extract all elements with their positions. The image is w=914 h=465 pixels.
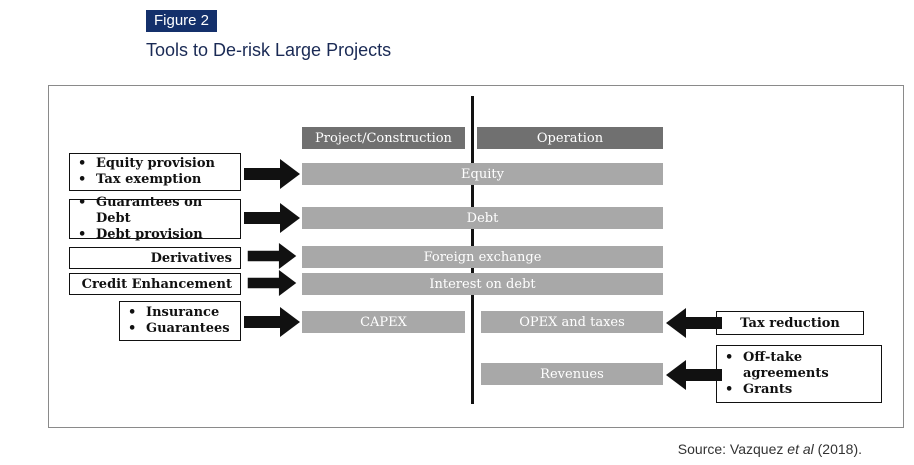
arrow-right-icon — [244, 159, 300, 189]
source-suffix: (2018). — [813, 441, 862, 457]
opex-bar: OPEX and taxes — [481, 311, 663, 333]
equity-tools-box: Equity provision Tax exemption — [69, 153, 241, 191]
opex-tool-label: Tax reduction — [740, 315, 840, 331]
revenues-bar: Revenues — [481, 363, 663, 385]
phase-operation-header: Operation — [477, 127, 663, 149]
capex-bar: CAPEX — [302, 311, 465, 333]
phase-construction-header: Project/Construction — [302, 127, 465, 149]
equity-bar: Equity — [302, 163, 663, 185]
list-item: Equity provision — [78, 156, 232, 172]
diagram-frame — [48, 85, 904, 428]
list-item: Off-take agreements — [725, 350, 873, 382]
list-item: Grants — [725, 382, 873, 398]
source-caption: Source: Vazquez et al (2018). — [678, 441, 862, 457]
list-item: Debt provision — [78, 227, 232, 243]
capex-tools-box: Insurance Guarantees — [119, 301, 241, 341]
interest-on-debt-bar: Interest on debt — [302, 273, 663, 295]
opex-tools-box: Tax reduction — [716, 311, 864, 335]
list-item: Guarantees on Debt — [78, 195, 232, 227]
interest-tools-box: Credit Enhancement — [69, 273, 241, 295]
interest-tool-label: Credit Enhancement — [81, 276, 232, 292]
list-item: Insurance — [128, 305, 232, 321]
fx-tools-box: Derivatives — [69, 247, 241, 269]
arrow-right-icon — [244, 307, 300, 337]
arrow-right-icon — [244, 270, 300, 296]
figure-tag: Figure 2 — [146, 10, 218, 32]
foreign-exchange-bar: Foreign exchange — [302, 246, 663, 268]
list-item: Tax exemption — [78, 172, 232, 188]
debt-bar: Debt — [302, 207, 663, 229]
source-prefix: Source: Vazquez — [677, 441, 788, 457]
arrow-right-icon — [244, 203, 300, 233]
revenues-tools-box: Off-take agreements Grants — [716, 345, 882, 403]
figure-title: Tools to De-risk Large Projects — [146, 40, 392, 60]
list-item: Guarantees — [128, 321, 232, 337]
arrow-left-icon — [666, 360, 722, 390]
source-emph: et al — [787, 441, 814, 457]
arrow-left-icon — [666, 308, 722, 338]
arrow-right-icon — [244, 243, 300, 269]
debt-tools-box: Guarantees on Debt Debt provision — [69, 195, 241, 243]
fx-tool-label: Derivatives — [150, 250, 232, 266]
